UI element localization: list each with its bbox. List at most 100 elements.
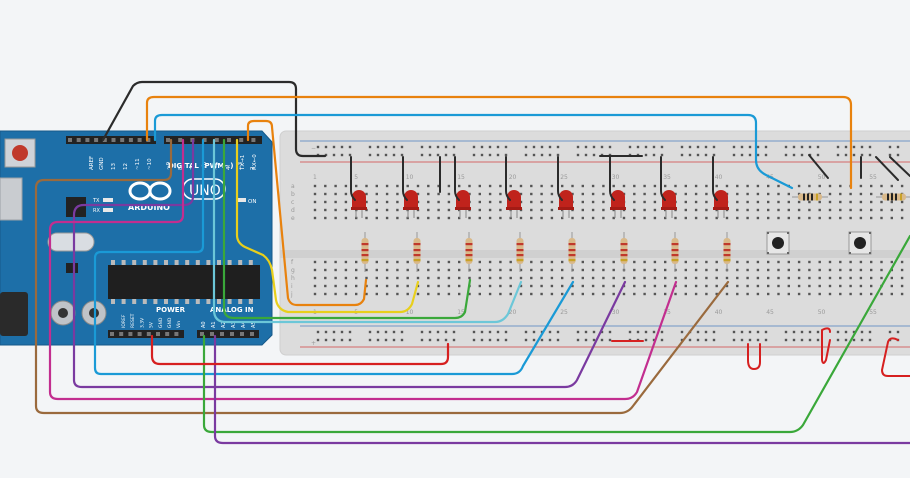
breadboard-hole[interactable] — [746, 200, 749, 204]
breadboard-hole[interactable] — [787, 268, 790, 272]
breadboard-hole[interactable] — [777, 276, 780, 280]
breadboard-hole[interactable] — [684, 200, 687, 204]
rail-hole[interactable] — [748, 330, 752, 334]
rail-hole[interactable] — [392, 330, 396, 334]
breadboard-hole[interactable] — [519, 192, 523, 196]
rail-hole[interactable] — [740, 145, 744, 149]
red-led[interactable] — [662, 190, 676, 209]
rail-hole[interactable] — [444, 338, 448, 342]
breadboard-hole[interactable] — [746, 208, 749, 212]
breadboard-hole[interactable] — [447, 208, 451, 212]
red-led[interactable] — [404, 190, 418, 209]
breadboard-hole[interactable] — [365, 276, 368, 280]
breadboard-hole[interactable] — [870, 268, 873, 272]
breadboard-hole[interactable] — [499, 292, 502, 296]
breadboard-hole[interactable] — [715, 184, 718, 188]
breadboard-hole[interactable] — [828, 208, 832, 212]
breadboard-hole[interactable] — [818, 208, 821, 212]
breadboard-hole[interactable] — [427, 260, 430, 264]
header-pin[interactable] — [214, 138, 219, 142]
breadboard-hole[interactable] — [375, 216, 378, 220]
breadboard-hole[interactable] — [828, 192, 832, 196]
breadboard-hole[interactable] — [808, 216, 811, 220]
breadboard-hole[interactable] — [519, 268, 523, 272]
breadboard-hole[interactable] — [767, 184, 770, 188]
breadboard-hole[interactable] — [602, 200, 605, 204]
breadboard-hole[interactable] — [767, 292, 770, 296]
breadboard-hole[interactable] — [581, 208, 584, 212]
breadboard-hole[interactable] — [633, 192, 636, 196]
header-pin[interactable] — [111, 138, 116, 142]
breadboard-hole[interactable] — [767, 260, 770, 264]
breadboard-hole[interactable] — [859, 216, 863, 220]
rail-hole[interactable] — [496, 153, 500, 157]
header-pin[interactable] — [137, 332, 142, 336]
breadboard-hole[interactable] — [633, 292, 636, 296]
breadboard-hole[interactable] — [530, 192, 533, 196]
breadboard-hole[interactable] — [499, 192, 502, 196]
rail-hole[interactable] — [764, 153, 768, 157]
rail-hole[interactable] — [348, 153, 352, 157]
header-pin[interactable] — [156, 332, 160, 336]
breadboard-hole[interactable] — [313, 260, 317, 264]
breadboard-hole[interactable] — [890, 276, 893, 280]
breadboard-hole[interactable] — [787, 276, 790, 280]
rail-hole[interactable] — [844, 330, 848, 334]
breadboard-hole[interactable] — [488, 284, 492, 288]
rail-hole[interactable] — [480, 153, 484, 157]
rail-hole[interactable] — [584, 145, 588, 149]
rail-hole[interactable] — [756, 338, 760, 342]
rail-hole[interactable] — [576, 330, 580, 334]
breadboard-hole[interactable] — [581, 292, 584, 296]
breadboard-hole[interactable] — [694, 184, 698, 188]
breadboard-hole[interactable] — [396, 284, 399, 288]
breadboard-hole[interactable] — [540, 260, 543, 264]
rail-hole[interactable] — [576, 145, 580, 149]
rail-hole[interactable] — [696, 145, 700, 149]
breadboard-hole[interactable] — [890, 292, 893, 296]
breadboard-hole[interactable] — [365, 184, 368, 188]
breadboard-hole[interactable] — [344, 284, 348, 288]
breadboard-hole[interactable] — [385, 292, 389, 296]
breadboard-hole[interactable] — [416, 276, 420, 280]
breadboard-hole[interactable] — [880, 268, 883, 272]
breadboard-hole[interactable] — [684, 260, 687, 264]
breadboard-hole[interactable] — [406, 284, 409, 288]
breadboard-hole[interactable] — [355, 260, 358, 264]
rail-hole[interactable] — [836, 153, 840, 157]
rail-hole[interactable] — [784, 145, 788, 149]
rail-hole[interactable] — [868, 153, 872, 157]
breadboard-hole[interactable] — [509, 260, 512, 264]
rail-hole[interactable] — [800, 145, 804, 149]
breadboard-hole[interactable] — [890, 284, 893, 288]
breadboard-hole[interactable] — [633, 184, 636, 188]
breadboard-hole[interactable] — [365, 268, 368, 272]
breadboard-hole[interactable] — [870, 292, 873, 296]
rail-hole[interactable] — [636, 330, 640, 334]
breadboard-hole[interactable] — [705, 284, 708, 288]
breadboard-hole[interactable] — [653, 284, 657, 288]
breadboard-hole[interactable] — [870, 260, 873, 264]
rail-hole[interactable] — [688, 338, 692, 342]
breadboard-hole[interactable] — [705, 292, 708, 296]
red-led[interactable] — [352, 190, 366, 209]
breadboard-hole[interactable] — [313, 216, 317, 220]
breadboard-hole[interactable] — [468, 192, 471, 196]
breadboard-hole[interactable] — [509, 184, 512, 188]
header-pin[interactable] — [120, 138, 125, 142]
rail-hole[interactable] — [368, 153, 372, 157]
breadboard-hole[interactable] — [797, 276, 801, 280]
breadboard-hole[interactable] — [849, 208, 852, 212]
wire-brown-led8[interactable] — [34, 138, 730, 415]
rail-hole[interactable] — [740, 330, 744, 334]
wire-purple-a1[interactable] — [213, 334, 910, 445]
breadboard-hole[interactable] — [725, 184, 729, 188]
breadboard-hole[interactable] — [488, 192, 492, 196]
rail-hole[interactable] — [680, 338, 684, 342]
breadboard-hole[interactable] — [777, 260, 780, 264]
breadboard-hole[interactable] — [849, 192, 852, 196]
breadboard-hole[interactable] — [488, 184, 492, 188]
rail-hole[interactable] — [732, 338, 736, 342]
breadboard-hole[interactable] — [540, 208, 543, 212]
breadboard-hole[interactable] — [684, 216, 687, 220]
